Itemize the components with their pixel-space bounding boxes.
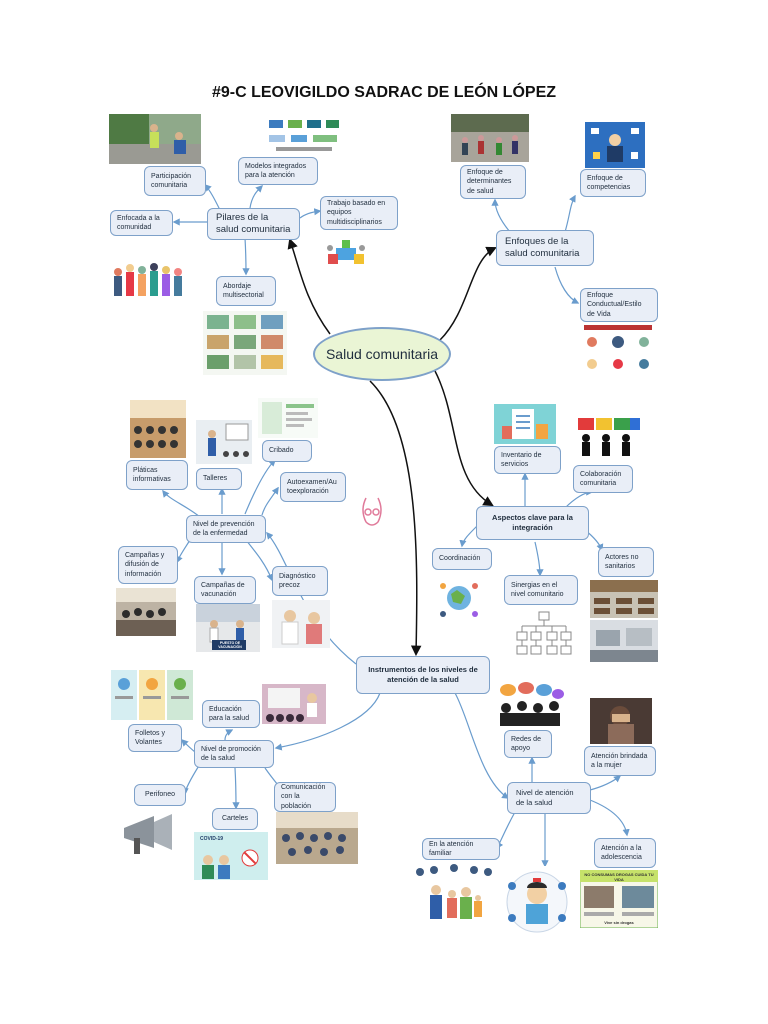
instrumentos-node: Instrumentos de los niveles de atención … xyxy=(356,656,490,694)
crowd-illustration xyxy=(110,252,186,302)
actores-node: Actores no sanitarios xyxy=(598,547,654,577)
institutional-logos-image xyxy=(266,115,342,157)
self-exam-illustration xyxy=(352,492,392,534)
adolescencia-node: Atención a la adolescencia xyxy=(594,838,656,868)
perifoneo-node: Perifoneo xyxy=(134,784,186,806)
drug-poster-title: NO CONSUMAS DROGAS CUIDA TU VIDA xyxy=(584,872,654,882)
aspectos-node: Aspectos clave para la integración xyxy=(476,506,589,540)
mujer-node: Atención brindada a la mujer xyxy=(584,746,656,776)
workshop-photo xyxy=(196,420,252,464)
folletos-node: Folletos y Volantes xyxy=(128,724,182,752)
information-campaign-photo xyxy=(116,588,176,636)
pilares-node: Pilares de la salud comunitaria xyxy=(207,208,300,240)
teamwork-puzzle-image xyxy=(322,236,370,272)
lab-photo xyxy=(590,620,658,662)
enfocada-node: Enfocada a la comunidad xyxy=(110,210,173,236)
inventory-clipboard-image xyxy=(494,404,556,444)
doctor-patient-photo xyxy=(272,600,330,648)
family-illustration xyxy=(414,864,494,926)
abordaje-node: Abordaje multisectorial xyxy=(216,276,276,306)
comunicacion-node: Comunicación con la población xyxy=(274,782,336,812)
cribado-node: Cribado xyxy=(262,440,312,462)
community-meeting-photo xyxy=(276,812,358,864)
vaccination-post-photo: PUESTO DE VACUNACIÓN xyxy=(196,604,260,652)
puzzle-teamwork-image xyxy=(572,414,642,458)
enfoques-node: Enfoques de la salud comunitaria xyxy=(496,230,594,266)
educacion-node: Educación para la salud xyxy=(202,700,260,728)
inventario-node: Inventario de servicios xyxy=(494,446,561,474)
screening-infographic xyxy=(258,398,318,438)
sinergias-node: Sinergias en el nivel comunitario xyxy=(504,575,578,605)
determinantes-node: Enfoque de determinantes de salud xyxy=(460,165,526,199)
drug-poster-footer: Vive sin drogas xyxy=(604,920,634,925)
covid-poster-text: COVID-19 xyxy=(200,836,224,842)
trabajo-node: Trabajo basado en equipos multidisciplin… xyxy=(320,196,398,230)
nurse-illustration xyxy=(502,866,572,938)
health-education-photo xyxy=(262,684,326,724)
redes-node: Redes de apoyo xyxy=(504,730,552,758)
prevencion-node: Nivel de prevención de la enfermedad xyxy=(186,515,266,543)
audience-photo xyxy=(130,400,186,458)
street-crowd-photo xyxy=(451,114,529,162)
campanas-vac-node: Campañas de vacunación xyxy=(194,576,256,604)
no-drugs-poster: NO CONSUMAS DROGAS CUIDA TU VIDA Vive si… xyxy=(580,870,658,928)
autoexamen-node: Autoexamen/Au toexploración xyxy=(280,472,346,502)
carteles-node: Carteles xyxy=(212,808,258,830)
campanas-info-node: Campañas y difusión de información xyxy=(118,546,178,584)
competencias-node: Enfoque de competencias xyxy=(580,169,646,197)
modelos-node: Modelos integrados para la atención xyxy=(238,157,318,185)
classroom-photo xyxy=(590,580,658,618)
competencies-illustration xyxy=(585,122,645,168)
diagnostico-node: Diagnóstico precoz xyxy=(272,566,328,596)
conductual-node: Enfoque Conductual/Estilo de Vida xyxy=(580,288,658,322)
lifestyle-infographic xyxy=(578,322,658,380)
platicas-node: Pláticas informativas xyxy=(126,460,188,490)
community-cleanup-photo xyxy=(109,114,201,164)
talleres-node: Talleres xyxy=(196,468,242,490)
coordination-illustration xyxy=(435,576,483,622)
participacion-node: Participación comunitaria xyxy=(144,166,206,196)
megaphone-image xyxy=(114,810,184,856)
org-chart-illustration xyxy=(512,610,576,660)
multisector-infographic xyxy=(203,311,287,375)
promocion-node: Nivel de promoción de la salud xyxy=(194,740,274,768)
woman-distress-photo xyxy=(590,698,652,744)
page-title: #9-C LEOVIGILDO SADRAC DE LEÓN LÓPEZ xyxy=(211,84,557,101)
support-network-image xyxy=(496,680,564,726)
atencion-node: Nivel de atención de la salud xyxy=(507,782,591,814)
familiar-node: En la atención familiar xyxy=(422,838,500,860)
colaboracion-node: Colaboración comunitaria xyxy=(573,465,633,493)
covid-poster-image: COVID-19 xyxy=(194,832,268,880)
hub-node: Salud comunitaria xyxy=(313,327,451,381)
vaccination-sign-text: PUESTO DE VACUNACIÓN xyxy=(218,641,242,649)
pamphlets-image xyxy=(109,668,195,722)
main-connectors xyxy=(287,238,497,657)
coordinacion-node: Coordinación xyxy=(432,548,492,570)
